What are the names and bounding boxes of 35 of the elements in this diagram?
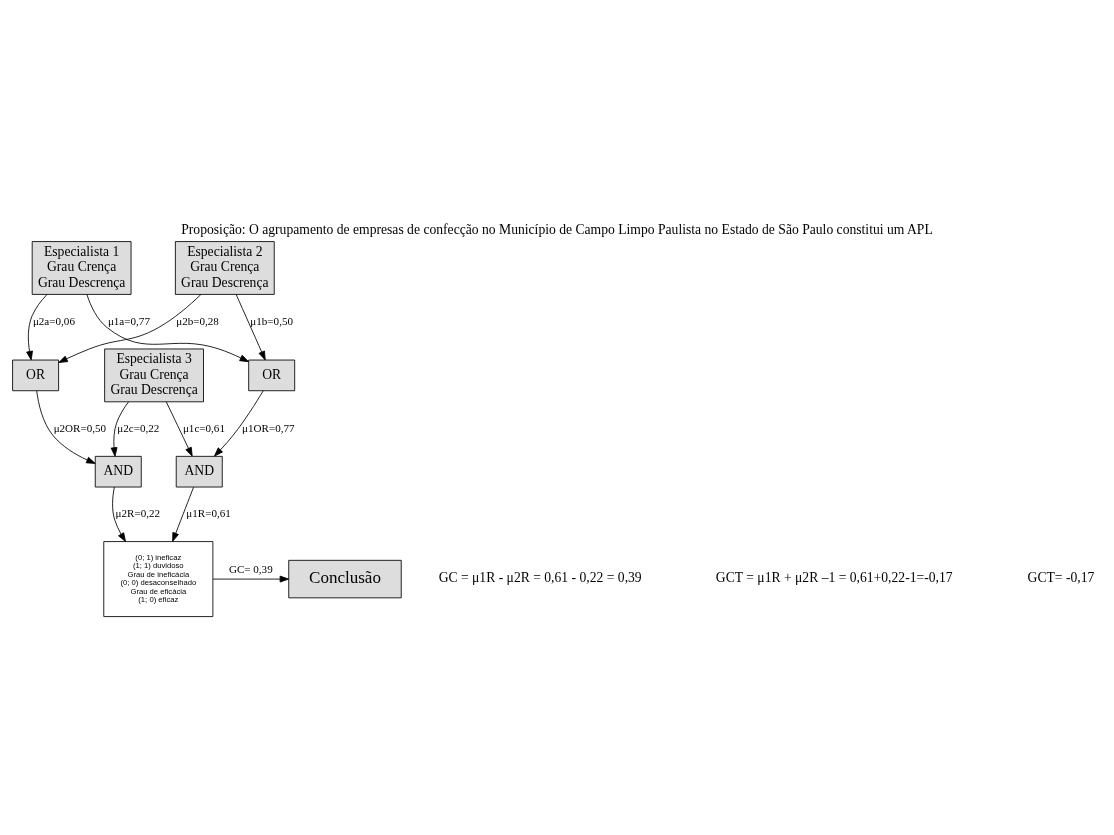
edge-label: μ2OR=0,50	[53, 421, 107, 434]
edge-label: GC= 0,39	[228, 562, 273, 575]
edge-label: μ1R=0,61	[186, 506, 231, 519]
edge-label: μ2a=0,06	[32, 314, 75, 327]
node-box: AND	[94, 455, 142, 487]
node-box: Especialista 2 Grau Crença Grau Descrença	[174, 240, 275, 295]
arrow	[112, 486, 126, 542]
node-box: Conclusão	[288, 559, 402, 598]
node-box: AND	[175, 455, 223, 487]
arrow	[110, 400, 130, 457]
label: GCT= -0,17	[1027, 569, 1095, 585]
edge-label: μ1a=0,77	[107, 314, 150, 327]
arrow	[172, 486, 194, 542]
label: GCT = μ1R + μ2R –1 = 0,61+0,22-1=-0,17	[715, 569, 953, 585]
arrow	[26, 293, 48, 360]
arrow	[36, 389, 96, 464]
node-box: Especialista 3 Grau Crença Grau Descrença	[104, 348, 204, 402]
edge-label: μ2R=0,22	[115, 506, 161, 519]
edge-label: μ2b=0,28	[176, 314, 219, 327]
node-box: OR	[12, 359, 60, 391]
arrow	[212, 575, 290, 582]
edge-label: μ1OR=0,77	[242, 421, 295, 434]
edge-label: μ1b=0,50	[250, 314, 294, 327]
arrow	[165, 400, 193, 457]
node-box: Especialista 1 Grau Crença Grau Descrença	[31, 240, 132, 295]
node-box: (0; 1) ineficaz (1; 1) duvidoso Grau de ineficácia (0; 0) desaconselhado Grau de eficácia (1; 0) eficaz	[103, 540, 214, 617]
arrow	[86, 293, 249, 362]
arrow	[214, 389, 264, 456]
edge-label: μ2c=0,22	[117, 421, 160, 434]
node-box: OR	[248, 359, 296, 391]
arrow	[235, 293, 266, 360]
edge-label: μ1c=0,61	[182, 421, 225, 434]
diagram-title: Proposição: O agrupamento de empresas de confecção no Município de Campo Limpo Paulista no Estado de São Paulo constitui um APL	[181, 221, 933, 237]
arrow	[58, 293, 202, 363]
label: GC = μ1R - μ2R = 0,61 - 0,22 = 0,39	[438, 569, 642, 585]
